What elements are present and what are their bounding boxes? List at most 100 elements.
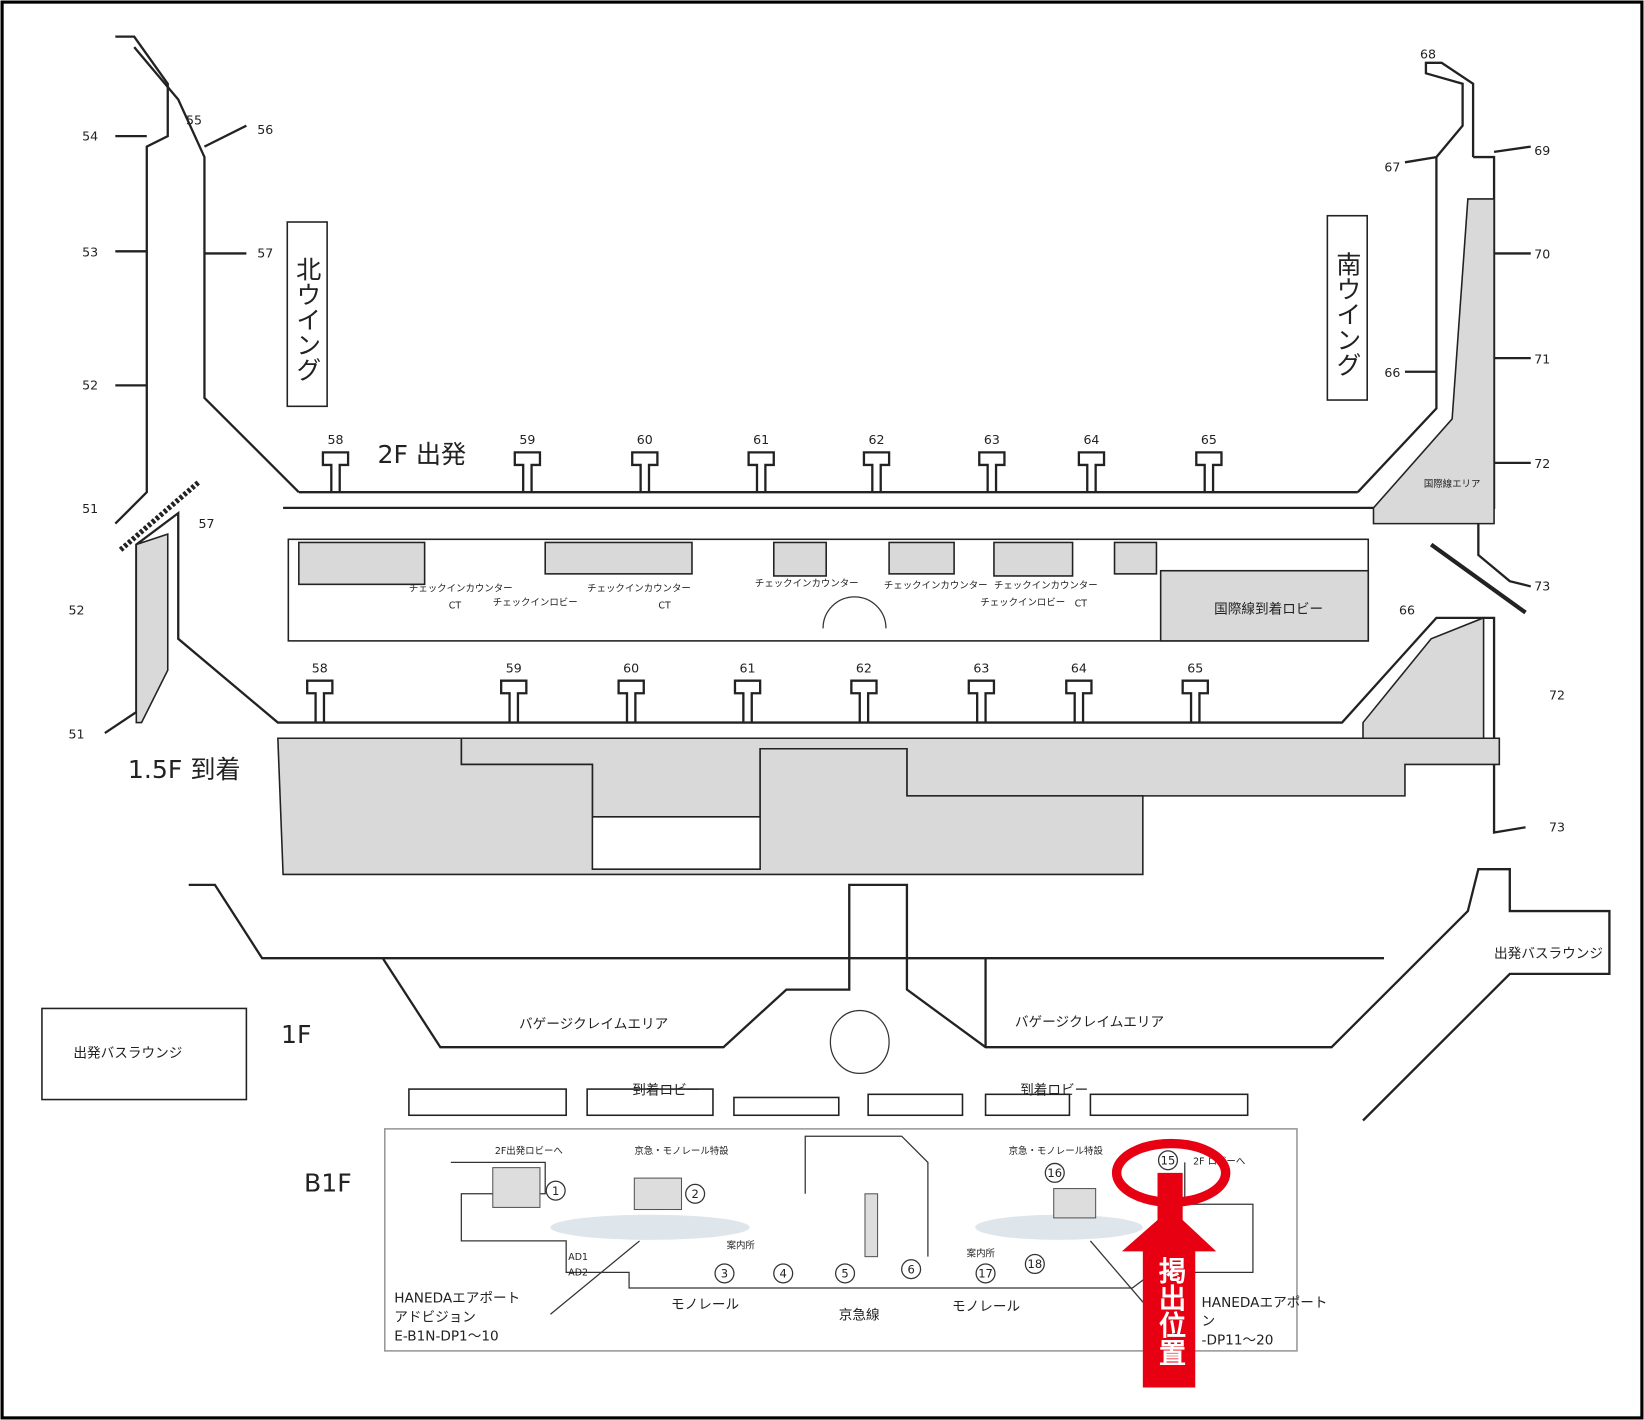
- marker-1: 1: [545, 1180, 566, 1201]
- floor-label-2f: 2F 出発: [377, 440, 466, 469]
- marker-number: 5: [841, 1267, 848, 1281]
- adv-right-line3: -DP11～20: [1202, 1333, 1274, 1349]
- pier-gate-labels: 54 55 56 53 57 52 51 57 52 51 68 69 67 7…: [69, 47, 1565, 835]
- marker-number: 1: [552, 1184, 559, 1198]
- gate-61: 61: [733, 660, 762, 723]
- intl-area-label: 国際線エリア: [1424, 478, 1481, 490]
- checkin-lobby-label: チェックインロビー: [980, 597, 1065, 608]
- gate-number: 63: [973, 660, 989, 675]
- ct-label: CT: [658, 600, 671, 611]
- gate-67: 67: [1384, 160, 1400, 175]
- info-label: 案内所: [967, 1248, 996, 1260]
- gate-60: 60: [631, 432, 659, 493]
- marker-4: 4: [773, 1263, 794, 1284]
- floor-label-1-5f: 1.5F 到着: [128, 755, 241, 784]
- marker-15: 15: [1157, 1150, 1179, 1171]
- marker-number: 3: [721, 1267, 728, 1281]
- gate-number: 65: [1187, 660, 1203, 675]
- marker-number: 18: [1028, 1257, 1043, 1271]
- adv-right-line1: HANEDAエアポート: [1202, 1295, 1328, 1311]
- marker-number: 15: [1161, 1153, 1176, 1167]
- gate-70: 70: [1534, 247, 1550, 262]
- gate-66: 66: [1384, 365, 1400, 380]
- gate-number: 60: [623, 660, 639, 675]
- gate-65: 65: [1195, 432, 1223, 493]
- posting-position-marker: 掲出位置: [1111, 1138, 1231, 1388]
- gate-62: 62: [862, 432, 891, 493]
- checkin-counter-label: チェックインカウンター: [755, 578, 859, 589]
- gate-55: 55: [186, 113, 202, 128]
- gate-number: 58: [328, 432, 344, 447]
- gate-59: 59: [500, 660, 528, 723]
- gate-59: 59: [513, 432, 542, 493]
- gate-60: 60: [617, 660, 645, 723]
- south-wing-label: 南ウイング: [1326, 214, 1368, 401]
- floor-label-b1f: B1F: [304, 1169, 352, 1198]
- floor-label-1f: 1F: [281, 1020, 311, 1049]
- gate-64: 64: [1077, 432, 1106, 493]
- svg-text:北ウイング: 北ウイング: [293, 257, 322, 383]
- gate-68: 68: [1420, 47, 1436, 62]
- bus-lounge-left: [41, 1007, 248, 1101]
- intl-arrival-lobby-area: [1159, 569, 1370, 642]
- gate-number: 64: [1071, 660, 1087, 675]
- gate-number: 58: [312, 660, 328, 675]
- checkin-counter-label: チェックインカウンター: [884, 581, 988, 592]
- marker-16: 16: [1044, 1162, 1065, 1183]
- adv-left-line3: E-B1N-DP1～10: [394, 1328, 498, 1344]
- marker-number: 6: [907, 1262, 914, 1276]
- floor-1f: 出発バスラウンジ 出発バスラウンジ バゲージクレイムエリア バゲージクレイムエリ…: [41, 868, 1611, 1122]
- monorail-label: モノレール: [952, 1299, 1020, 1315]
- gate-58: 58: [321, 432, 350, 493]
- gate-number: 62: [856, 660, 872, 675]
- keikyu-label: 京急線: [839, 1307, 880, 1323]
- checkin-counter-label: チェックインカウンター: [994, 581, 1098, 592]
- gates-2f: 58 59 60 61 62 63 64 65: [321, 432, 1223, 493]
- floor-2f: 国際線到着ロビー チェックインカウンター チェックインカウンター チェックインカ…: [114, 35, 1532, 642]
- gate-65: 65: [1181, 660, 1209, 723]
- gate-number: 64: [1083, 432, 1099, 447]
- gate-73-arr: 73: [1549, 819, 1565, 834]
- gate-63: 63: [978, 432, 1006, 493]
- checkin-lobby-label: チェックインロビー: [493, 597, 578, 608]
- marker-2: 2: [685, 1183, 706, 1204]
- gate-number: 60: [637, 432, 653, 447]
- gate-72: 72: [1534, 456, 1550, 471]
- gate-61: 61: [747, 432, 775, 493]
- baggage-claim-label: バゲージクレイムエリア: [1015, 1014, 1164, 1030]
- bus-lounge-right-label: 出発バスラウンジ: [1494, 946, 1603, 962]
- baggage-claim-label: バゲージクレイムエリア: [519, 1016, 668, 1032]
- gate-64: 64: [1065, 660, 1093, 723]
- gate-number: 63: [984, 432, 1000, 447]
- arrival-lobby-label: 到着ロビー: [632, 1081, 700, 1098]
- monorail-label: モノレール: [671, 1297, 739, 1313]
- transfer-label: 京急・モノレール特設: [634, 1145, 729, 1157]
- marker-17: 17: [975, 1263, 996, 1284]
- gate-56: 56: [257, 122, 273, 137]
- checkin-counter-label: チェックインカウンター: [409, 584, 513, 595]
- marker-number: 16: [1047, 1166, 1062, 1180]
- gate-69: 69: [1534, 143, 1550, 158]
- gate-53: 53: [82, 245, 98, 260]
- gate-number: 61: [740, 660, 756, 675]
- marker-number: 17: [978, 1267, 993, 1281]
- ct-label: CT: [449, 600, 462, 611]
- gate-57-arr: 57: [199, 516, 215, 531]
- transfer-label: 京急・モノレール特設: [1009, 1145, 1104, 1157]
- ad1-label: AD1: [568, 1252, 588, 1263]
- marker-6: 6: [901, 1259, 922, 1280]
- ct-label: CT: [1075, 598, 1088, 609]
- gate-71: 71: [1534, 351, 1550, 366]
- arrival-lobby-label: 到着ロビー: [1020, 1081, 1088, 1098]
- marker-18: 18: [1024, 1253, 1045, 1275]
- floor-1-5f: 1.5F 到着: [104, 510, 1526, 876]
- gate-51: 51: [82, 501, 98, 516]
- adv-right-line2: ン: [1202, 1314, 1216, 1330]
- gate-62: 62: [850, 660, 878, 723]
- up-arrow-icon: [1121, 1172, 1217, 1388]
- checkin-counter-label: チェックインカウンター: [587, 584, 691, 595]
- gate-66-arr: 66: [1399, 603, 1415, 618]
- gate-57: 57: [257, 246, 273, 261]
- gate-58: 58: [306, 660, 334, 723]
